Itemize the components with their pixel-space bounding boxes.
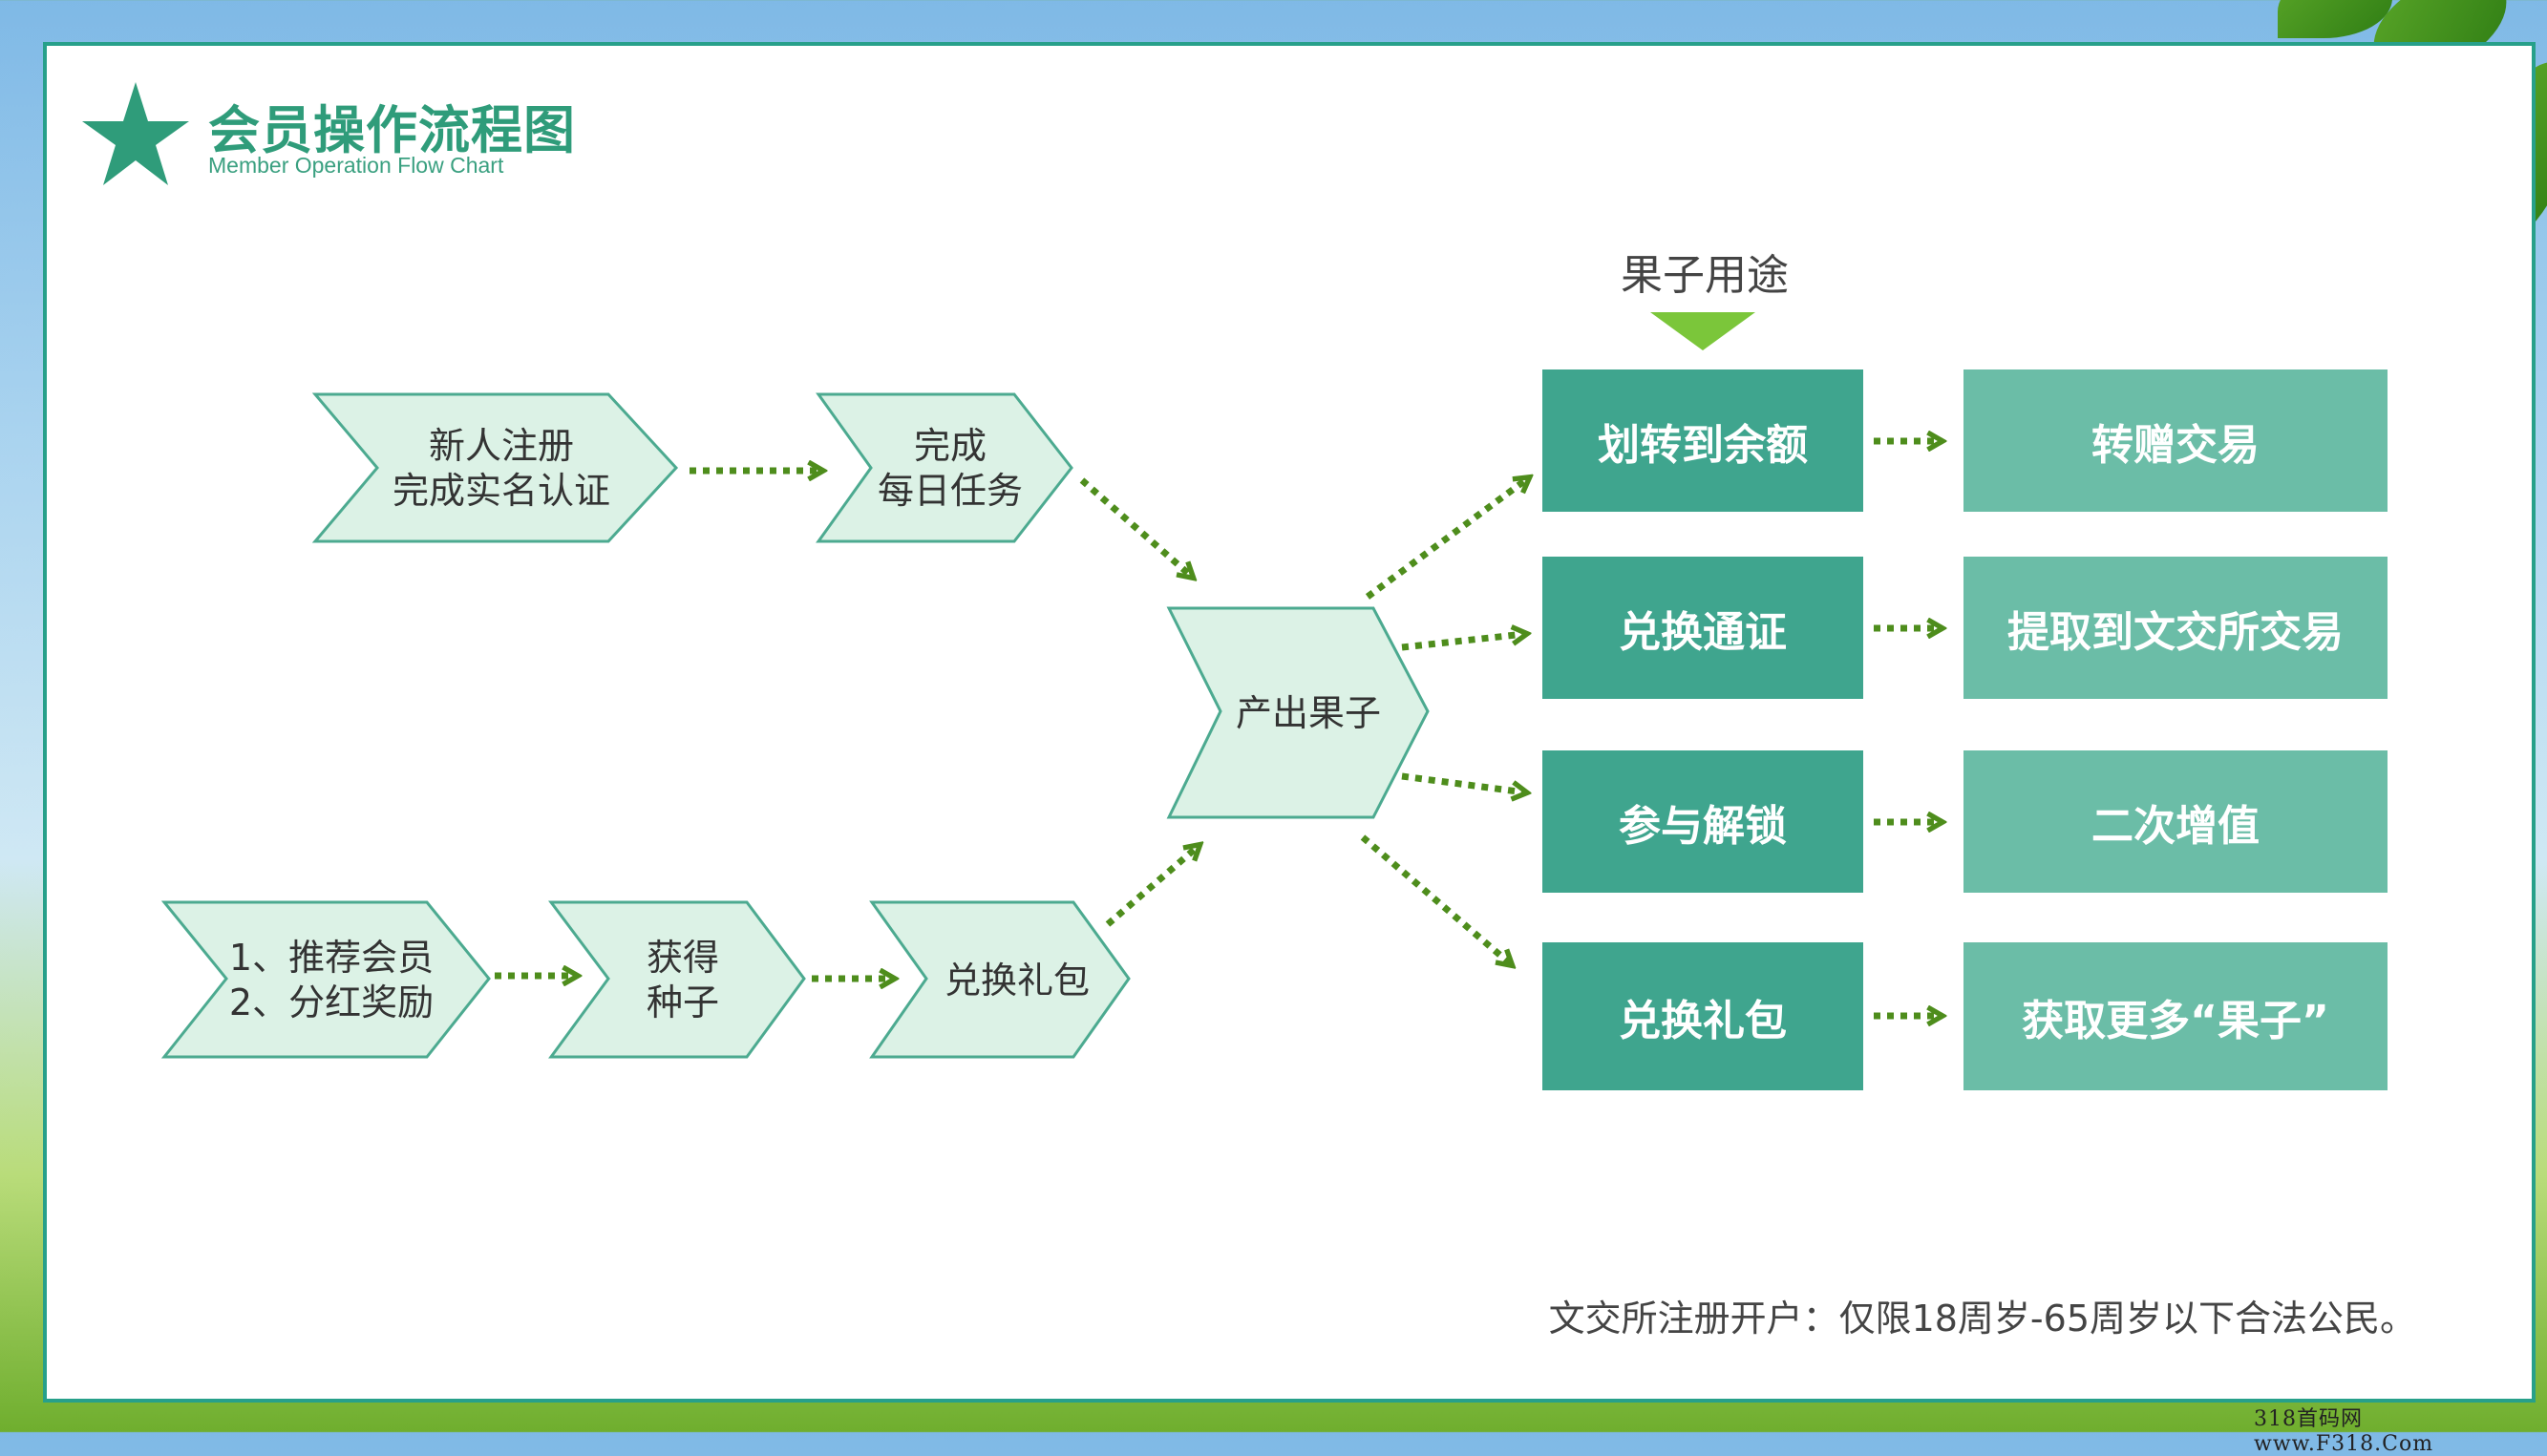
arrow-fruit-to-balance: [1365, 478, 1528, 600]
chevron-exchange-gift: [869, 900, 1131, 1059]
label-recommend: 1、推荐会员 2、分红奖励: [228, 937, 435, 1023]
chevron-get-seed: [548, 900, 806, 1059]
use-action-transfer-balance: 划转到余额: [1542, 369, 1863, 512]
star-icon: [82, 82, 189, 185]
arrow-task-to-fruit: [1079, 477, 1192, 577]
label-exchange-gift: 兑换礼包: [944, 959, 1090, 1002]
use-result-gift-trade: 转赠交易: [1963, 369, 2388, 512]
label-daily-task: 完成 每日任务: [877, 424, 1023, 512]
use-action-join-unlock: 参与解锁: [1542, 750, 1863, 893]
uses-title: 果子用途: [1621, 251, 1789, 300]
page-title: 会员操作流程图: [208, 100, 576, 160]
page-subtitle: Member Operation Flow Chart: [208, 153, 504, 178]
use-action-exchange-gift: 兑换礼包: [1542, 942, 1863, 1090]
label-produce-fruit: 产出果子: [1235, 692, 1381, 734]
arrow-fruit-to-unlock: [1401, 772, 1525, 792]
use-result-more-fruit: 获取更多“果子”: [1963, 942, 2388, 1090]
use-result-exchange-trade: 提取到文交所交易: [1963, 557, 2388, 699]
chevron-register: [311, 392, 679, 543]
chevron-recommend: [160, 900, 491, 1059]
chevron-daily-task: [816, 392, 1073, 543]
label-get-seed: 获得 种子: [646, 937, 719, 1023]
arrow-fruit-to-token: [1401, 634, 1525, 651]
arrow-gift-to-fruit: [1105, 846, 1199, 927]
label-register: 新人注册 完成实名认证: [392, 424, 610, 512]
chevron-produce-fruit: [1166, 606, 1430, 819]
use-result-appreciation: 二次增值: [1963, 750, 2388, 893]
watermark: 318首码网 www.F318.Com: [2254, 1407, 2434, 1456]
footer-note: 文交所注册开户：仅限18周岁-65周岁以下合法公民。: [1548, 1298, 2416, 1340]
triangle-down-icon: [1650, 312, 1755, 350]
use-action-exchange-token: 兑换通证: [1542, 557, 1863, 699]
arrow-fruit-to-gift-pack: [1360, 834, 1511, 964]
